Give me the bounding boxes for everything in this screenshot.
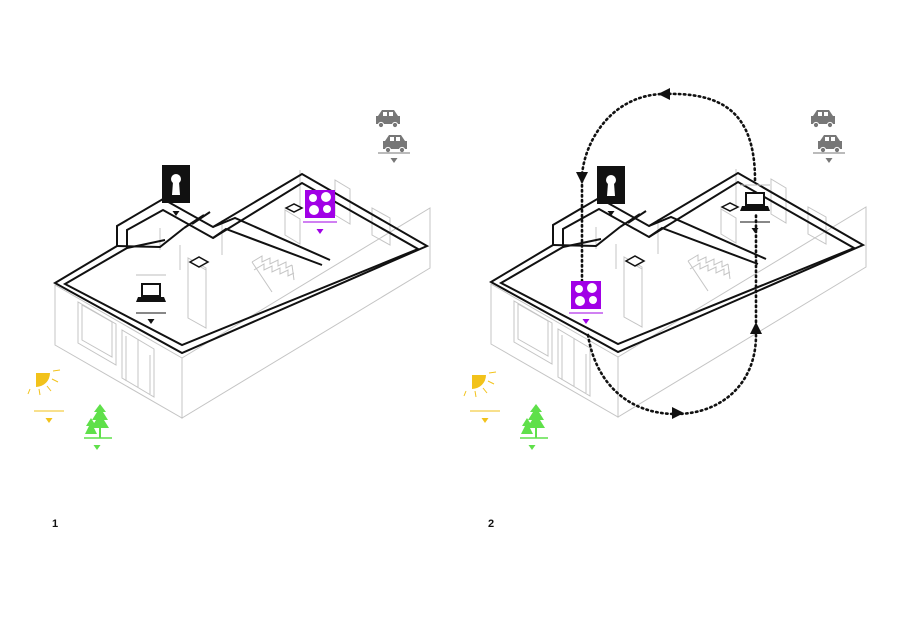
arrow-icon <box>672 407 684 419</box>
house-model-1 <box>54 169 431 419</box>
panel-1 <box>27 109 431 450</box>
arrow-icon <box>658 88 670 100</box>
arrow-icon <box>576 172 588 184</box>
car-icon <box>810 109 836 129</box>
tree-icon <box>519 403 549 439</box>
sun-icon <box>27 369 61 396</box>
cooktop-marker <box>582 319 590 324</box>
laptop-icon <box>135 283 167 303</box>
car-icon <box>382 134 408 154</box>
car-icon <box>375 109 401 129</box>
panel-label-2: 2 <box>488 518 495 530</box>
laptop-marker <box>751 228 759 233</box>
tree-icon <box>83 403 113 439</box>
sun-marker <box>481 418 489 423</box>
car-marker <box>825 158 833 163</box>
cooktop-marker <box>316 229 324 234</box>
keyhole-icon <box>162 165 190 203</box>
house-model-2 <box>490 168 867 418</box>
car-icon <box>817 134 843 154</box>
car-marker <box>390 158 398 163</box>
keyhole-icon <box>597 166 625 204</box>
cooktop-icon <box>571 281 601 309</box>
panel-label-1: 1 <box>52 518 59 530</box>
laptop-marker <box>147 319 155 324</box>
tree-marker <box>93 445 101 450</box>
sun-icon <box>463 371 497 398</box>
laptop-icon <box>739 192 771 212</box>
tree-marker <box>528 445 536 450</box>
cooktop-icon <box>305 190 335 218</box>
arrow-icon <box>750 322 762 334</box>
panel-2 <box>463 88 867 450</box>
sun-marker <box>45 418 53 423</box>
